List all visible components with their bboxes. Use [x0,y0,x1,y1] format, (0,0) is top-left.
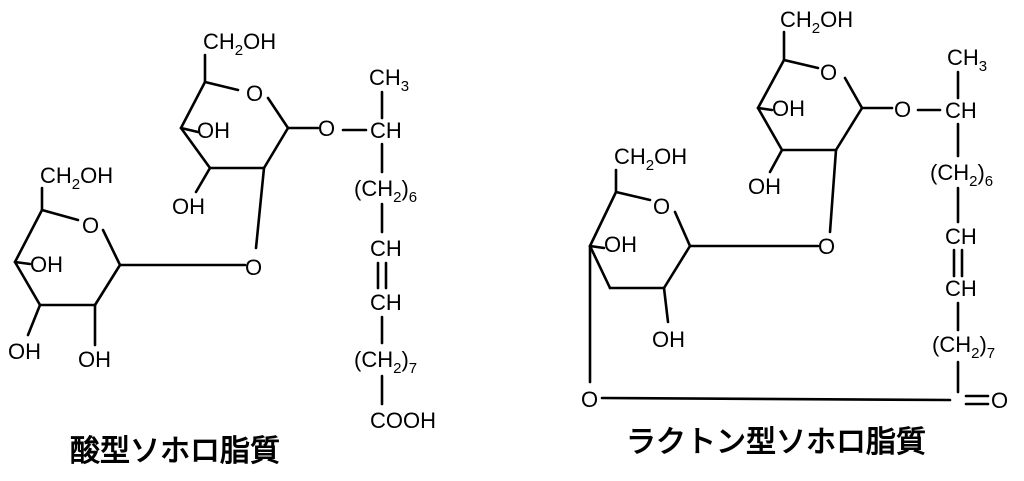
acid-lower-oh-b: OH [8,339,41,364]
lactone-lower-glucose-ring: CH2OH O OH OH [588,144,820,384]
lactone-sophorose-link-oxygen: O [818,234,835,259]
lactone-lower-oh-a: OH [604,232,637,257]
lactone-chain-ch2-6: (CH2)6 [930,160,993,190]
lactone-ester-oxygen: O [581,387,598,412]
lactone-chain-ch3: CH3 [947,45,987,75]
acid-glycosidic-oxygen: O [318,116,335,141]
lactone-upper-ring-oxygen: O [820,60,837,85]
lactone-chain-ch: CH [945,98,977,123]
lactone-fatty-chain: CH3 CH (CH2)6 CH CH (CH2)7 O [930,45,1008,413]
acid-chain-ch-b: CH [370,290,402,315]
acid-chain-cooh: COOH [370,408,436,433]
acid-upper-glucose-ring: CH2OH O OH OH [172,29,320,250]
acid-upper-oh-a: OH [197,118,230,143]
acid-form-structure: CH2OH O OH OH O CH2OH O OH OH OH O [8,29,436,468]
lactone-carbonyl-oxygen: O [991,388,1008,413]
acid-lower-oh-c: OH [78,347,111,372]
acid-chain-ch2-7: (CH2)7 [354,347,417,377]
lactone-chain-ch-a: CH [945,224,977,249]
acid-chain-ch-a: CH [370,236,402,261]
acid-sophorose-link-oxygen: O [245,255,262,280]
lactone-chain-ch-b: CH [945,276,977,301]
lactone-upper-glucose-ring: CH2OH O OH OH [748,7,894,234]
acid-lower-ring-oxygen: O [82,213,99,238]
acid-form-caption: 酸型ソホロ脂質 [70,435,280,468]
acid-lower-glucose-ring: CH2OH O OH OH OH [8,163,247,372]
acid-lower-oh-a: OH [30,252,63,277]
acid-upper-ring-oxygen: O [246,81,263,106]
acid-chain-ch3: CH3 [369,65,409,95]
acid-lower-ch2oh-label: CH2OH [40,163,113,193]
lactone-form-caption: ラクトン型ソホロ脂質 [626,426,926,459]
lactone-lower-ch2oh-label: CH2OH [614,144,687,174]
acid-chain-ch: CH [370,118,402,143]
lactone-upper-ch2oh-label: CH2OH [780,7,853,37]
lactone-lower-ring-oxygen: O [653,194,670,219]
lactone-glycosidic-oxygen: O [894,97,911,122]
acid-upper-ch2oh-label: CH2OH [203,29,276,59]
lactone-upper-oh-a: OH [772,96,805,121]
lactone-lower-oh-b: OH [652,327,685,352]
lactone-chain-ch2-7: (CH2)7 [932,332,995,362]
lactone-upper-oh-b: OH [748,174,781,199]
acid-fatty-chain: CH3 CH (CH2)6 CH CH (CH2)7 COOH [354,65,436,433]
lactone-form-structure: CH2OH O OH OH O CH2OH O OH OH O O [581,7,1008,459]
acid-chain-ch2-6: (CH2)6 [354,176,417,206]
acid-upper-oh-b: OH [172,194,205,219]
